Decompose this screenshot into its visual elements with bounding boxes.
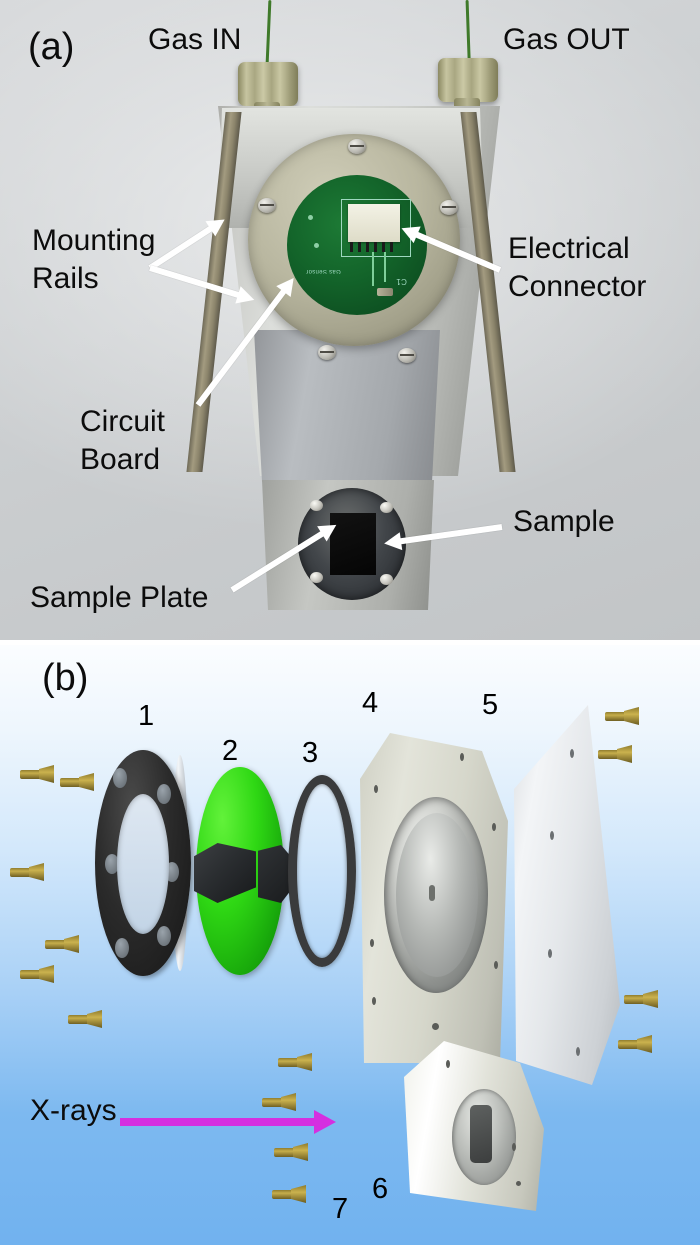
flange-screw bbox=[398, 348, 416, 363]
part-5-bolt-hole bbox=[548, 949, 552, 958]
flange-screw bbox=[440, 200, 458, 215]
connector-pins bbox=[350, 242, 398, 252]
screw bbox=[45, 935, 79, 953]
part-number-5: 5 bbox=[482, 689, 499, 721]
screw bbox=[20, 765, 54, 783]
sample-plate-screw bbox=[380, 502, 393, 513]
pcb-pad bbox=[314, 243, 319, 248]
part-number-3: 3 bbox=[302, 737, 319, 769]
part-1-bolt-hole bbox=[105, 854, 119, 874]
sample bbox=[330, 513, 376, 575]
pcb-trace bbox=[384, 252, 386, 282]
screw bbox=[618, 1035, 652, 1053]
part-number-2: 2 bbox=[222, 735, 239, 767]
panel-b-tag: (b) bbox=[42, 657, 89, 699]
part-5-bolt-hole bbox=[576, 1047, 580, 1056]
panel-a-photograph: C1 Gas Sensor (a) Gas IN Gas OUT bbox=[0, 0, 700, 640]
panel-a-tag: (a) bbox=[28, 26, 75, 68]
pcb-designator-text: C1 bbox=[396, 277, 407, 286]
part-4-bolt-hole bbox=[372, 997, 376, 1005]
part-1-bolt-hole bbox=[113, 768, 127, 788]
part-3-o-ring bbox=[288, 775, 356, 967]
screw bbox=[278, 1053, 312, 1071]
screw bbox=[624, 990, 658, 1008]
part-4-bolt-hole bbox=[432, 1023, 439, 1030]
part-1-bolt-hole bbox=[157, 926, 171, 946]
screw bbox=[598, 745, 632, 763]
part-4-bolt-hole bbox=[370, 939, 374, 947]
pcb-pad bbox=[308, 215, 313, 220]
flange-screw bbox=[348, 139, 366, 154]
panel-b-exploded-diagram: (b) 1 2 3 4 5 6 7 X-rays bbox=[0, 645, 700, 1245]
screw bbox=[10, 863, 44, 881]
part-1-bolt-hole bbox=[115, 938, 129, 958]
part-number-4: 4 bbox=[362, 687, 379, 719]
part-4-bolt-hole bbox=[460, 753, 464, 761]
part-4-tab-window bbox=[470, 1105, 492, 1163]
part-2-sample-block-back bbox=[258, 845, 290, 903]
label-mounting-rails-line1: Mounting bbox=[32, 224, 156, 257]
label-circuit-board-line1: Circuit bbox=[80, 405, 166, 438]
screw bbox=[605, 707, 639, 725]
screw bbox=[60, 773, 94, 791]
label-electrical-connector-line2: Connector bbox=[508, 270, 647, 303]
part-4-bolt-hole bbox=[374, 785, 378, 793]
label-xrays: X-rays bbox=[30, 1094, 117, 1127]
label-electrical-connector-line1: Electrical bbox=[508, 232, 630, 265]
gas-outlet-fitting bbox=[438, 58, 498, 114]
part-4-tab-bolt-hole bbox=[512, 1143, 516, 1151]
label-sample: Sample bbox=[513, 505, 615, 538]
label-gas-in: Gas IN bbox=[148, 23, 242, 56]
label-sample-plate: Sample Plate bbox=[30, 581, 209, 614]
flange-screw bbox=[258, 198, 276, 213]
flange-screw bbox=[318, 345, 336, 360]
part-4-bolt-hole bbox=[492, 823, 496, 831]
part-4-tab-bolt-hole bbox=[516, 1181, 521, 1186]
label-circuit-board-line2: Board bbox=[80, 443, 161, 476]
sample-plate-screw bbox=[310, 572, 323, 583]
sample-plate-screw bbox=[380, 574, 393, 585]
part-number-1: 1 bbox=[138, 700, 155, 732]
screw bbox=[262, 1093, 296, 1111]
label-gas-out: Gas OUT bbox=[503, 23, 630, 56]
cell-body-lower bbox=[254, 330, 440, 482]
part-4-slot bbox=[429, 885, 435, 901]
screw bbox=[272, 1185, 306, 1203]
pcb-silkscreen-outline bbox=[341, 199, 411, 257]
part-1-flange bbox=[95, 750, 191, 976]
part-4-bolt-hole bbox=[494, 961, 498, 969]
part-4-inner-bore bbox=[396, 813, 478, 977]
label-mounting-rails-line2: Rails bbox=[32, 262, 99, 295]
screw bbox=[68, 1010, 102, 1028]
sample-plate-screw bbox=[310, 500, 323, 511]
screw bbox=[274, 1143, 308, 1161]
part-1-bolt-hole bbox=[165, 862, 179, 882]
pcb-capacitor bbox=[377, 288, 393, 296]
pcb-trace bbox=[372, 252, 374, 286]
part-4-tab-bolt-hole bbox=[446, 1060, 450, 1068]
pcb-board-name-text: Gas Sensor bbox=[306, 268, 341, 274]
screw bbox=[20, 965, 54, 983]
part-5-bolt-hole bbox=[550, 831, 554, 840]
part-number-6: 6 bbox=[372, 1173, 389, 1205]
electrical-connector-component bbox=[348, 204, 400, 242]
part-5-bolt-hole bbox=[570, 749, 574, 758]
part-1-bolt-hole bbox=[157, 784, 171, 804]
part-number-7: 7 bbox=[332, 1193, 349, 1225]
gas-inlet-fitting bbox=[238, 62, 298, 118]
